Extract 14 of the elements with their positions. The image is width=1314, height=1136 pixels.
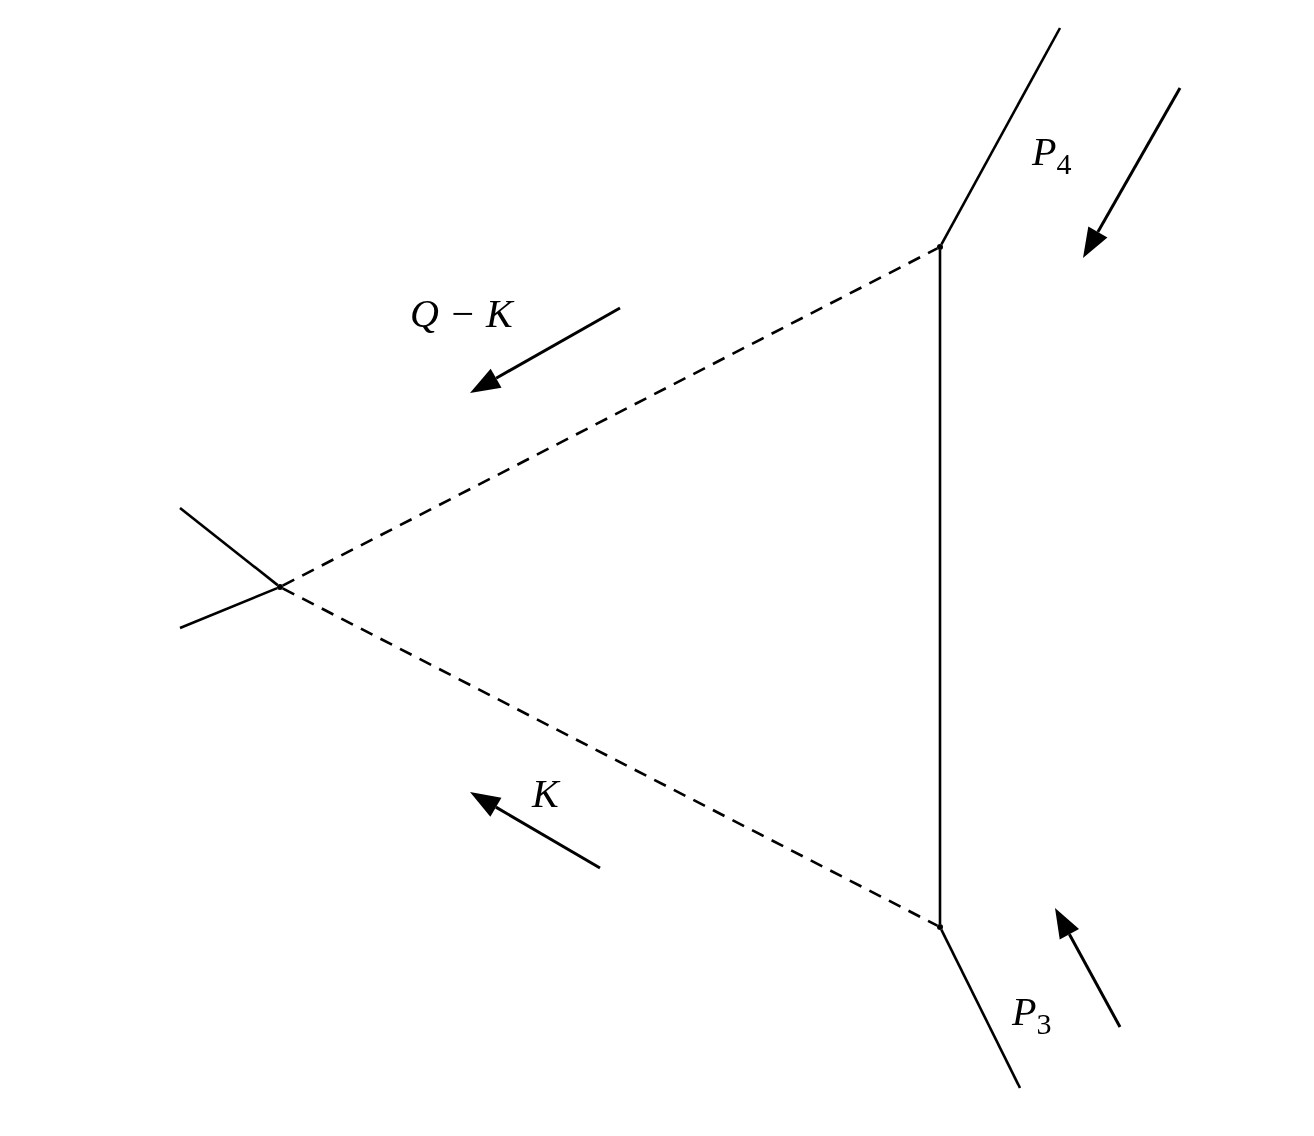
propagator-line [940,929,1022,1089]
vertex-dot [937,244,943,250]
momentum-label: P$_{3}$ [1012,992,1052,1039]
momentum-label: P$_{4}$ [1032,132,1072,179]
momentum-label: K [532,774,559,814]
vertex-dot [937,924,943,930]
dashed-propagator-line [282,247,938,587]
momentum-label: Q − K [410,294,513,334]
propagator-line [179,507,279,587]
vertex-dot [277,584,283,590]
dashed-propagator-line [282,587,938,927]
propagator-line [940,27,1062,245]
propagator-line [179,586,278,630]
propagator-line [938,250,942,924]
